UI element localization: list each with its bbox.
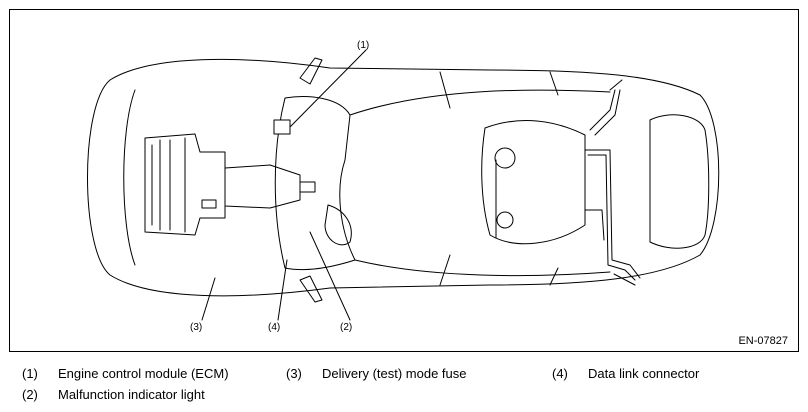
driveshaft (299, 181, 316, 193)
vehicle-diagram: (1) (2) (3) (4) (87, 40, 720, 333)
legend-num-2: (2) (22, 387, 38, 402)
fuel-line-branch (584, 209, 605, 241)
callout-label-2: (2) (340, 322, 352, 333)
roof-line-bottom (354, 259, 611, 277)
legend-label-3: Delivery (test) mode fuse (322, 366, 467, 381)
figure-frame: (1) (2) (3) (4) EN-07827 (9, 9, 799, 352)
filler-line (609, 79, 636, 286)
engine-block (144, 133, 226, 236)
door-seam-bottom-rear (549, 267, 559, 286)
mirror-bottom (299, 275, 323, 303)
pump-bottom (496, 211, 514, 229)
leader-4 (277, 259, 288, 321)
steering-wheel (324, 204, 352, 246)
fuel-line-main-2 (587, 154, 636, 281)
engine-bracket (201, 199, 217, 209)
legend-label-1: Engine control module (ECM) (58, 366, 229, 381)
fuel-line-main (584, 149, 641, 279)
ecm-box (273, 119, 291, 135)
engine-detail (151, 137, 186, 233)
legend-num-1: (1) (22, 366, 38, 381)
door-seam-bottom (439, 254, 451, 286)
hood-line (123, 89, 136, 266)
leader-2 (309, 231, 351, 321)
legend-label-2: Malfunction indicator light (58, 387, 205, 402)
transmission (224, 164, 301, 209)
fuel-line-right (589, 89, 621, 136)
car-body-outline (87, 58, 720, 297)
callout-label-4: (4) (268, 322, 280, 333)
door-seam-top (439, 71, 451, 109)
legend-label-4: Data link connector (588, 366, 700, 381)
figure-code: EN-07827 (738, 335, 788, 347)
mirror-top (299, 57, 323, 85)
callout-label-3: (3) (190, 322, 202, 333)
legend-num-3: (3) (286, 366, 302, 381)
legend-num-4: (4) (552, 366, 568, 381)
leader-1 (289, 49, 367, 128)
door-seam-top-rear (549, 71, 559, 96)
pump-top (494, 147, 516, 169)
fuel-tank (481, 120, 586, 245)
leader-3 (201, 277, 216, 321)
roof-line-top (349, 89, 611, 116)
legend: (1) Engine control module (ECM) (2) Malf… (0, 362, 808, 412)
callout-label-1: (1) (357, 40, 369, 51)
rear-window (649, 114, 710, 249)
